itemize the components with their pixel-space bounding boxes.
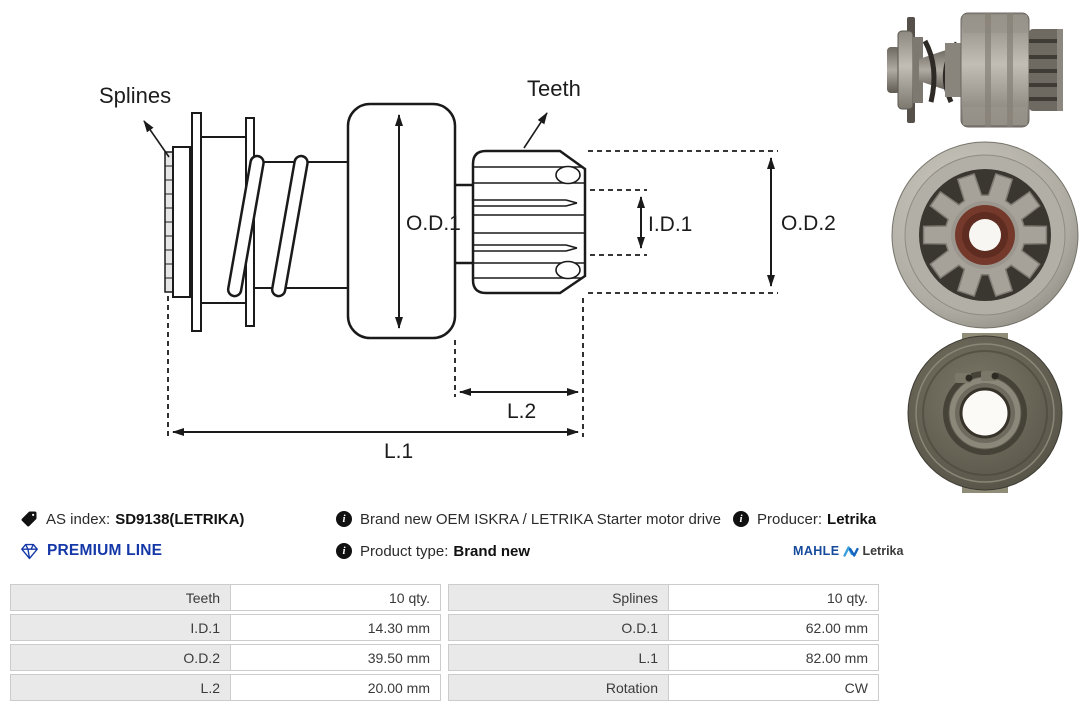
- spec-label: Teeth: [10, 584, 231, 611]
- table-row: I.D.1 14.30 mm: [10, 614, 441, 641]
- spring-wire: [922, 39, 937, 103]
- l1-label: L.1: [384, 440, 413, 463]
- pinion: [471, 149, 587, 295]
- center-bore: [959, 387, 1011, 439]
- mahle-wordmark: MAHLE: [793, 544, 840, 558]
- table-row: O.D.1 62.00 mm: [448, 614, 879, 641]
- spec-value: 10 qty.: [668, 584, 879, 611]
- producer-value: Letrika: [827, 510, 877, 528]
- splines-label: Splines: [99, 83, 171, 108]
- splines-leader-arrow: [143, 120, 170, 158]
- tag-icon: [20, 510, 38, 528]
- info-icon: i: [336, 543, 352, 559]
- table-row: L.2 20.00 mm: [10, 674, 441, 701]
- spring-coil: [226, 154, 265, 298]
- as-index-label: AS index:: [46, 510, 111, 528]
- spec-value: 14.30 mm: [230, 614, 441, 641]
- spec-tables: Teeth 10 qty. I.D.1 14.30 mm O.D.2 39.50…: [10, 584, 879, 704]
- premium-line-row[interactable]: PREMIUM LINE: [20, 540, 162, 562]
- product-type-value: Brand new: [453, 542, 531, 560]
- product-type-label: Product type:: [360, 542, 449, 560]
- shaft-end: [887, 47, 900, 93]
- spring-coil: [270, 154, 309, 298]
- table-row: L.1 82.00 mm: [448, 644, 879, 671]
- table-row: O.D.2 39.50 mm: [10, 644, 441, 671]
- spec-table-left: Teeth 10 qty. I.D.1 14.30 mm O.D.2 39.50…: [10, 584, 441, 704]
- product-description: Brand new OEM ISKRA / LETRIKA Starter mo…: [360, 510, 721, 528]
- spec-label: O.D.2: [10, 644, 231, 671]
- washer: [897, 30, 914, 110]
- table-row: Rotation CW: [448, 674, 879, 701]
- spec-label: Splines: [448, 584, 669, 611]
- center-bore: [969, 219, 1001, 251]
- producer-label: Producer:: [757, 510, 823, 528]
- product-photo-back-view[interactable]: [885, 333, 1080, 493]
- teeth-leader-arrow: [523, 112, 548, 149]
- collar: [945, 43, 963, 97]
- product-photo-side-view[interactable]: [885, 5, 1080, 135]
- product-photo-front-view[interactable]: [885, 140, 1080, 330]
- table-row: Teeth 10 qty.: [10, 584, 441, 611]
- od2-label: O.D.2: [781, 212, 836, 235]
- spec-label: O.D.1: [448, 614, 669, 641]
- info-icon: i: [336, 511, 352, 527]
- spec-value: 82.00 mm: [668, 644, 879, 671]
- spec-value: 39.50 mm: [230, 644, 441, 671]
- as-index-value: SD9138(LETRIKA): [115, 510, 245, 528]
- spec-label: I.D.1: [10, 614, 231, 641]
- table-row: Splines 10 qty.: [448, 584, 879, 611]
- spec-value: 20.00 mm: [230, 674, 441, 701]
- product-type-row: i Product type: Brand new: [336, 540, 530, 562]
- spec-table-right: Splines 10 qty. O.D.1 62.00 mm L.1 82.00…: [448, 584, 879, 704]
- id1-label: I.D.1: [648, 213, 692, 236]
- spec-label: L.1: [448, 644, 669, 671]
- spec-label: L.2: [10, 674, 231, 701]
- technical-diagram: Splines Teeth O.D.1 I.D.1 O.D.2 L.2 L.1: [99, 76, 836, 463]
- spec-label: Rotation: [448, 674, 669, 701]
- info-icon: i: [733, 511, 749, 527]
- spec-value: CW: [668, 674, 879, 701]
- spec-value: 62.00 mm: [668, 614, 879, 641]
- premium-line-badge: PREMIUM LINE: [47, 542, 163, 559]
- as-index-row: AS index: SD9138(LETRIKA): [20, 508, 244, 530]
- spec-value: 10 qty.: [230, 584, 441, 611]
- mahle-wave-icon: [843, 545, 860, 558]
- teeth-label: Teeth: [527, 76, 581, 101]
- letrika-wordmark: Letrika: [862, 544, 904, 558]
- washer: [913, 37, 923, 103]
- mahle-letrika-logo: MAHLE Letrika: [793, 543, 903, 559]
- od1-label: O.D.1: [406, 212, 461, 235]
- diamond-icon: [20, 543, 39, 560]
- producer-row: i Producer: Letrika: [733, 508, 876, 530]
- description-row: i Brand new OEM ISKRA / LETRIKA Starter …: [336, 508, 721, 530]
- l2-label: L.2: [507, 400, 536, 423]
